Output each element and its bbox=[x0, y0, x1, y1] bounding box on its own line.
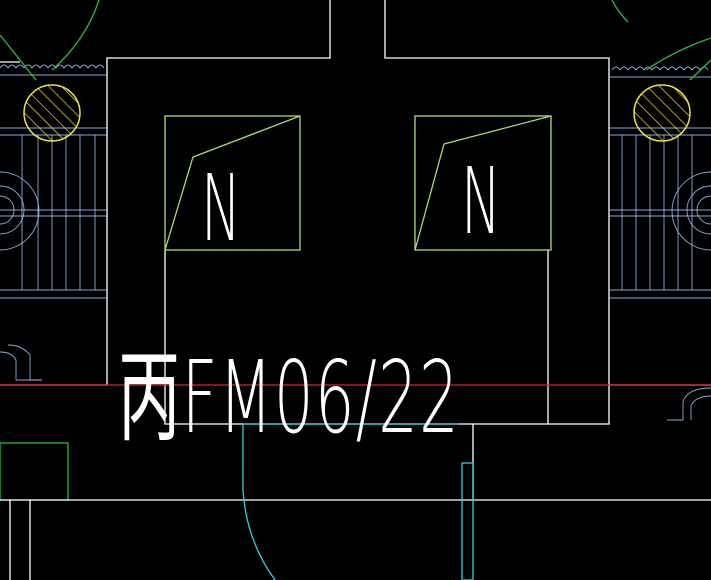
box-left-label: N bbox=[201, 155, 241, 262]
left-column-circle bbox=[23, 84, 81, 142]
bottom-area bbox=[0, 423, 711, 580]
box-right: N bbox=[414, 115, 552, 255]
right-swing-lines bbox=[611, 0, 711, 81]
door-label: 丙FM06/22 bbox=[118, 339, 460, 456]
right-equipment bbox=[609, 66, 711, 421]
box-right-label: N bbox=[461, 148, 501, 255]
left-swing-lines bbox=[0, 0, 100, 81]
inner-room-outline bbox=[164, 250, 549, 425]
right-column-circle bbox=[633, 84, 691, 142]
box-left: N bbox=[164, 115, 301, 262]
